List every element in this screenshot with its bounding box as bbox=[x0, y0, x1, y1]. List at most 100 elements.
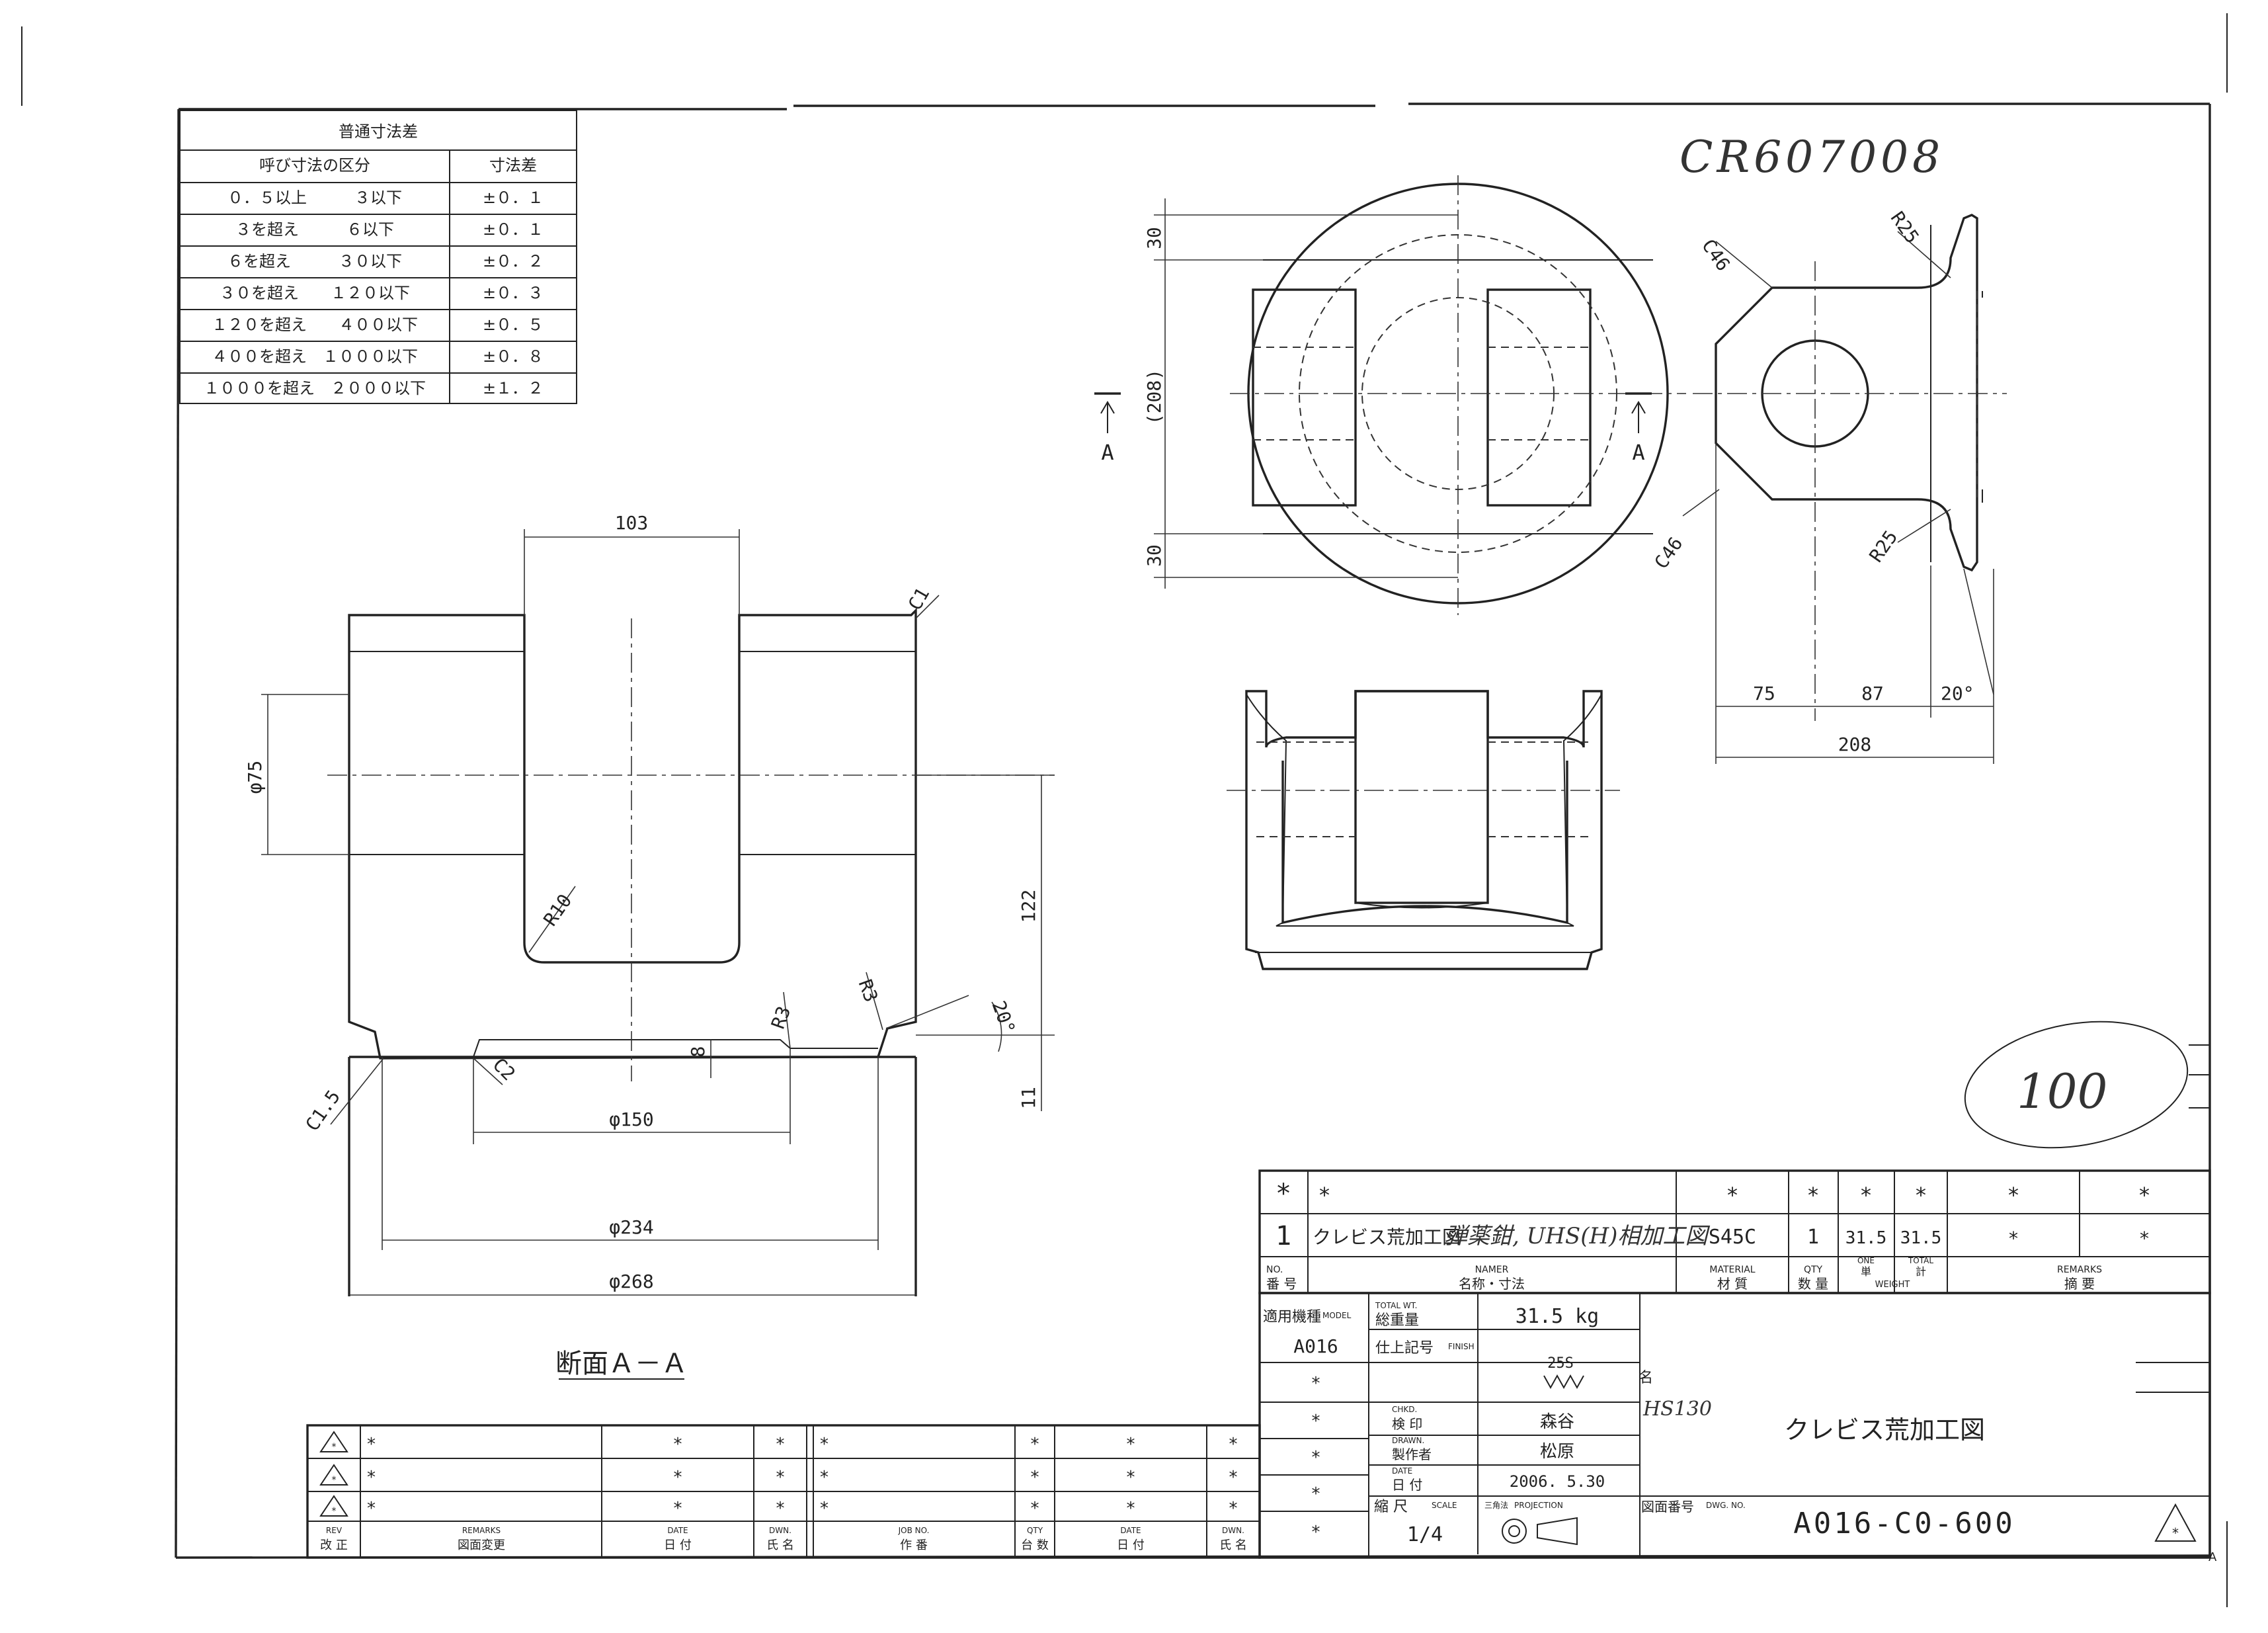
parts-star-name: * bbox=[1319, 1183, 1330, 1208]
dim-phi150: φ150 bbox=[609, 1109, 653, 1130]
section-mark-a-right: A bbox=[1632, 440, 1644, 465]
parts-hdr-material: MATERIAL bbox=[1709, 1265, 1755, 1275]
section-label: 断面Ａ－Ａ bbox=[555, 1349, 688, 1379]
tolerance-range-1: ０．５以上 ３以下 bbox=[227, 188, 402, 207]
handwritten-title-note: 弾薬鉗, UHS(H)相加工図 bbox=[1445, 1223, 1710, 1249]
chkd-value: 森谷 bbox=[1540, 1412, 1574, 1432]
parts-star-one: * bbox=[1861, 1183, 1871, 1208]
parts-hdr-qty: QTY bbox=[1804, 1265, 1823, 1275]
rev-2-remarks: * bbox=[367, 1468, 376, 1487]
parts-hdr-remarks: REMARKS bbox=[2057, 1265, 2102, 1275]
rev-1-job: * bbox=[820, 1435, 829, 1454]
section-a-a-view: 103 C1 φ75 R10 122 11 R3 R3 20° 8 C1.5 C… bbox=[244, 512, 1055, 1380]
parts-hdr-total: TOTAL bbox=[1908, 1256, 1933, 1265]
dim-r25-top: R25 bbox=[1886, 208, 1924, 247]
dim-75: 75 bbox=[1753, 683, 1775, 704]
tolerance-range-5: １２０を超え ４００以下 bbox=[212, 315, 418, 334]
dim-c1: C1 bbox=[904, 584, 934, 614]
projection-label-en: PROJECTION bbox=[1514, 1501, 1563, 1510]
front-view bbox=[1227, 690, 1620, 970]
rev-2-date2: * bbox=[1127, 1468, 1135, 1487]
dim-side-208: 208 bbox=[1838, 733, 1872, 755]
parts-hdr-one: ONE bbox=[1857, 1256, 1875, 1265]
rev-hdr-dwn2-jp: 氏 名 bbox=[1219, 1538, 1247, 1552]
rev-3-remarks: * bbox=[367, 1499, 376, 1519]
rev-hdr-date2-jp: 日 付 bbox=[1117, 1538, 1145, 1552]
rev-hdr-rev: REV bbox=[326, 1526, 343, 1535]
parts-star-no: * bbox=[1277, 1179, 1290, 1209]
svg-text:*: * bbox=[332, 1506, 337, 1517]
parts-hdr-total-jp: 計 bbox=[1916, 1265, 1926, 1278]
drawn-value: 松原 bbox=[1540, 1442, 1574, 1462]
dim-mid-208: (208) bbox=[1143, 369, 1165, 425]
rev-2-dwn2: * bbox=[1229, 1468, 1238, 1487]
dim-phi234: φ234 bbox=[609, 1216, 653, 1238]
tolerance-range-7: １０００を超え ２０００以下 bbox=[204, 379, 426, 398]
finish-symbol-icon bbox=[1543, 1374, 1584, 1390]
rev-3-date: * bbox=[674, 1499, 682, 1519]
rev-1-dwn2: * bbox=[1229, 1435, 1238, 1454]
title-block: 適用機種 MODEL A016 * * * * * TOTAL WT. 総重量 … bbox=[1258, 1292, 2211, 1559]
rev-3-date2: * bbox=[1127, 1499, 1135, 1519]
parts-hdr-one-jp: 単 bbox=[1861, 1265, 1871, 1278]
parts-row1-material: S45C bbox=[1709, 1226, 1756, 1249]
side-view: C46 C46 R25 R25 75 87 20° 208 bbox=[1650, 208, 2007, 764]
tolerance-value-6: ±０．８ bbox=[483, 347, 544, 366]
totalwt-label-en: TOTAL WT. bbox=[1375, 1301, 1417, 1310]
rev-hdr-qty: QTY bbox=[1027, 1526, 1043, 1535]
parts-row1-r1: * bbox=[2009, 1228, 2018, 1249]
parts-row1-total: 31.5 bbox=[1900, 1228, 1942, 1248]
handwritten-code: CR607008 bbox=[1680, 132, 1944, 183]
handwritten-note-hs130: HS130 bbox=[1642, 1398, 1712, 1421]
drawn-label: 製作者 bbox=[1392, 1446, 1432, 1462]
handwritten-circle bbox=[1964, 1021, 2189, 1149]
rev-hdr-remarks-jp: 図面変更 bbox=[458, 1538, 505, 1552]
model-star-1: * bbox=[1312, 1374, 1320, 1394]
tolerance-range-2: ３を超え ６以下 bbox=[235, 220, 394, 239]
rev-3-job: * bbox=[820, 1499, 829, 1519]
rev-2-job: * bbox=[820, 1468, 829, 1487]
rev-3-dwn2: * bbox=[1229, 1499, 1238, 1519]
date-label-en: DATE bbox=[1392, 1466, 1412, 1476]
date-value: 2006. 5.30 bbox=[1510, 1472, 1605, 1491]
rev-triangle-1-icon: * bbox=[319, 1431, 348, 1452]
rev-1-date2: * bbox=[1127, 1435, 1135, 1454]
rev-hdr-date: DATE bbox=[667, 1526, 688, 1535]
svg-text:*: * bbox=[332, 1475, 337, 1486]
parts-row1-no: 1 bbox=[1276, 1221, 1291, 1251]
drawn-label-en: DRAWN. bbox=[1392, 1436, 1424, 1445]
tolerance-value-3: ±０．２ bbox=[483, 252, 544, 271]
drawing-title: クレビス荒加工図 bbox=[1784, 1415, 1985, 1445]
tolerance-range-4: ３０を超え １２０以下 bbox=[220, 284, 410, 302]
model-label-en: MODEL bbox=[1322, 1311, 1352, 1320]
parts-row1-one: 31.5 bbox=[1845, 1228, 1887, 1248]
dim-c46-bot: C46 bbox=[1650, 533, 1687, 573]
dwgno-label: 図面番号 bbox=[1641, 1499, 1694, 1515]
dim-c46-top: C46 bbox=[1697, 235, 1734, 275]
totalwt-value: 31.5 kg bbox=[1516, 1305, 1599, 1328]
projection-label: 三角法 bbox=[1484, 1501, 1508, 1510]
dim-c1-5: C1.5 bbox=[301, 1086, 344, 1135]
dim-r10: R10 bbox=[539, 890, 576, 930]
rev-hdr-dwn2: DWN. bbox=[1222, 1526, 1244, 1535]
name-label: 名 bbox=[1639, 1370, 1653, 1386]
svg-text:*: * bbox=[332, 1442, 337, 1452]
tolerance-value-2: ±０．１ bbox=[483, 220, 544, 239]
rev-hdr-date2: DATE bbox=[1120, 1526, 1141, 1535]
dwgno-label-en: DWG. NO. bbox=[1706, 1501, 1746, 1510]
rev-hdr-qty-jp: 台 数 bbox=[1021, 1538, 1049, 1552]
dwgno-value: A016-C0-600 bbox=[1793, 1507, 2015, 1540]
projection-symbol-icon bbox=[1502, 1517, 1578, 1546]
rev-hdr-dwn-jp: 氏 名 bbox=[766, 1538, 794, 1552]
parts-row1-name: クレビス荒加工図 bbox=[1313, 1226, 1461, 1248]
rev-triangle-2-icon: * bbox=[319, 1464, 348, 1486]
rev-1-remarks: * bbox=[367, 1435, 376, 1454]
rev-1-qty: * bbox=[1031, 1435, 1039, 1454]
section-mark-a-left: A bbox=[1101, 440, 1114, 465]
dim-87: 87 bbox=[1861, 683, 1884, 704]
dim-angle-20: 20° bbox=[988, 998, 1020, 1037]
tolerance-table: 普通寸法差 呼び寸法の区分 寸法差 ０．５以上 ３以下 ±０．１ ３を超え ６以… bbox=[179, 110, 577, 404]
model-label: 適用機種 bbox=[1263, 1309, 1321, 1325]
parts-star-total: * bbox=[1916, 1183, 1926, 1208]
dim-122: 122 bbox=[1018, 890, 1039, 923]
